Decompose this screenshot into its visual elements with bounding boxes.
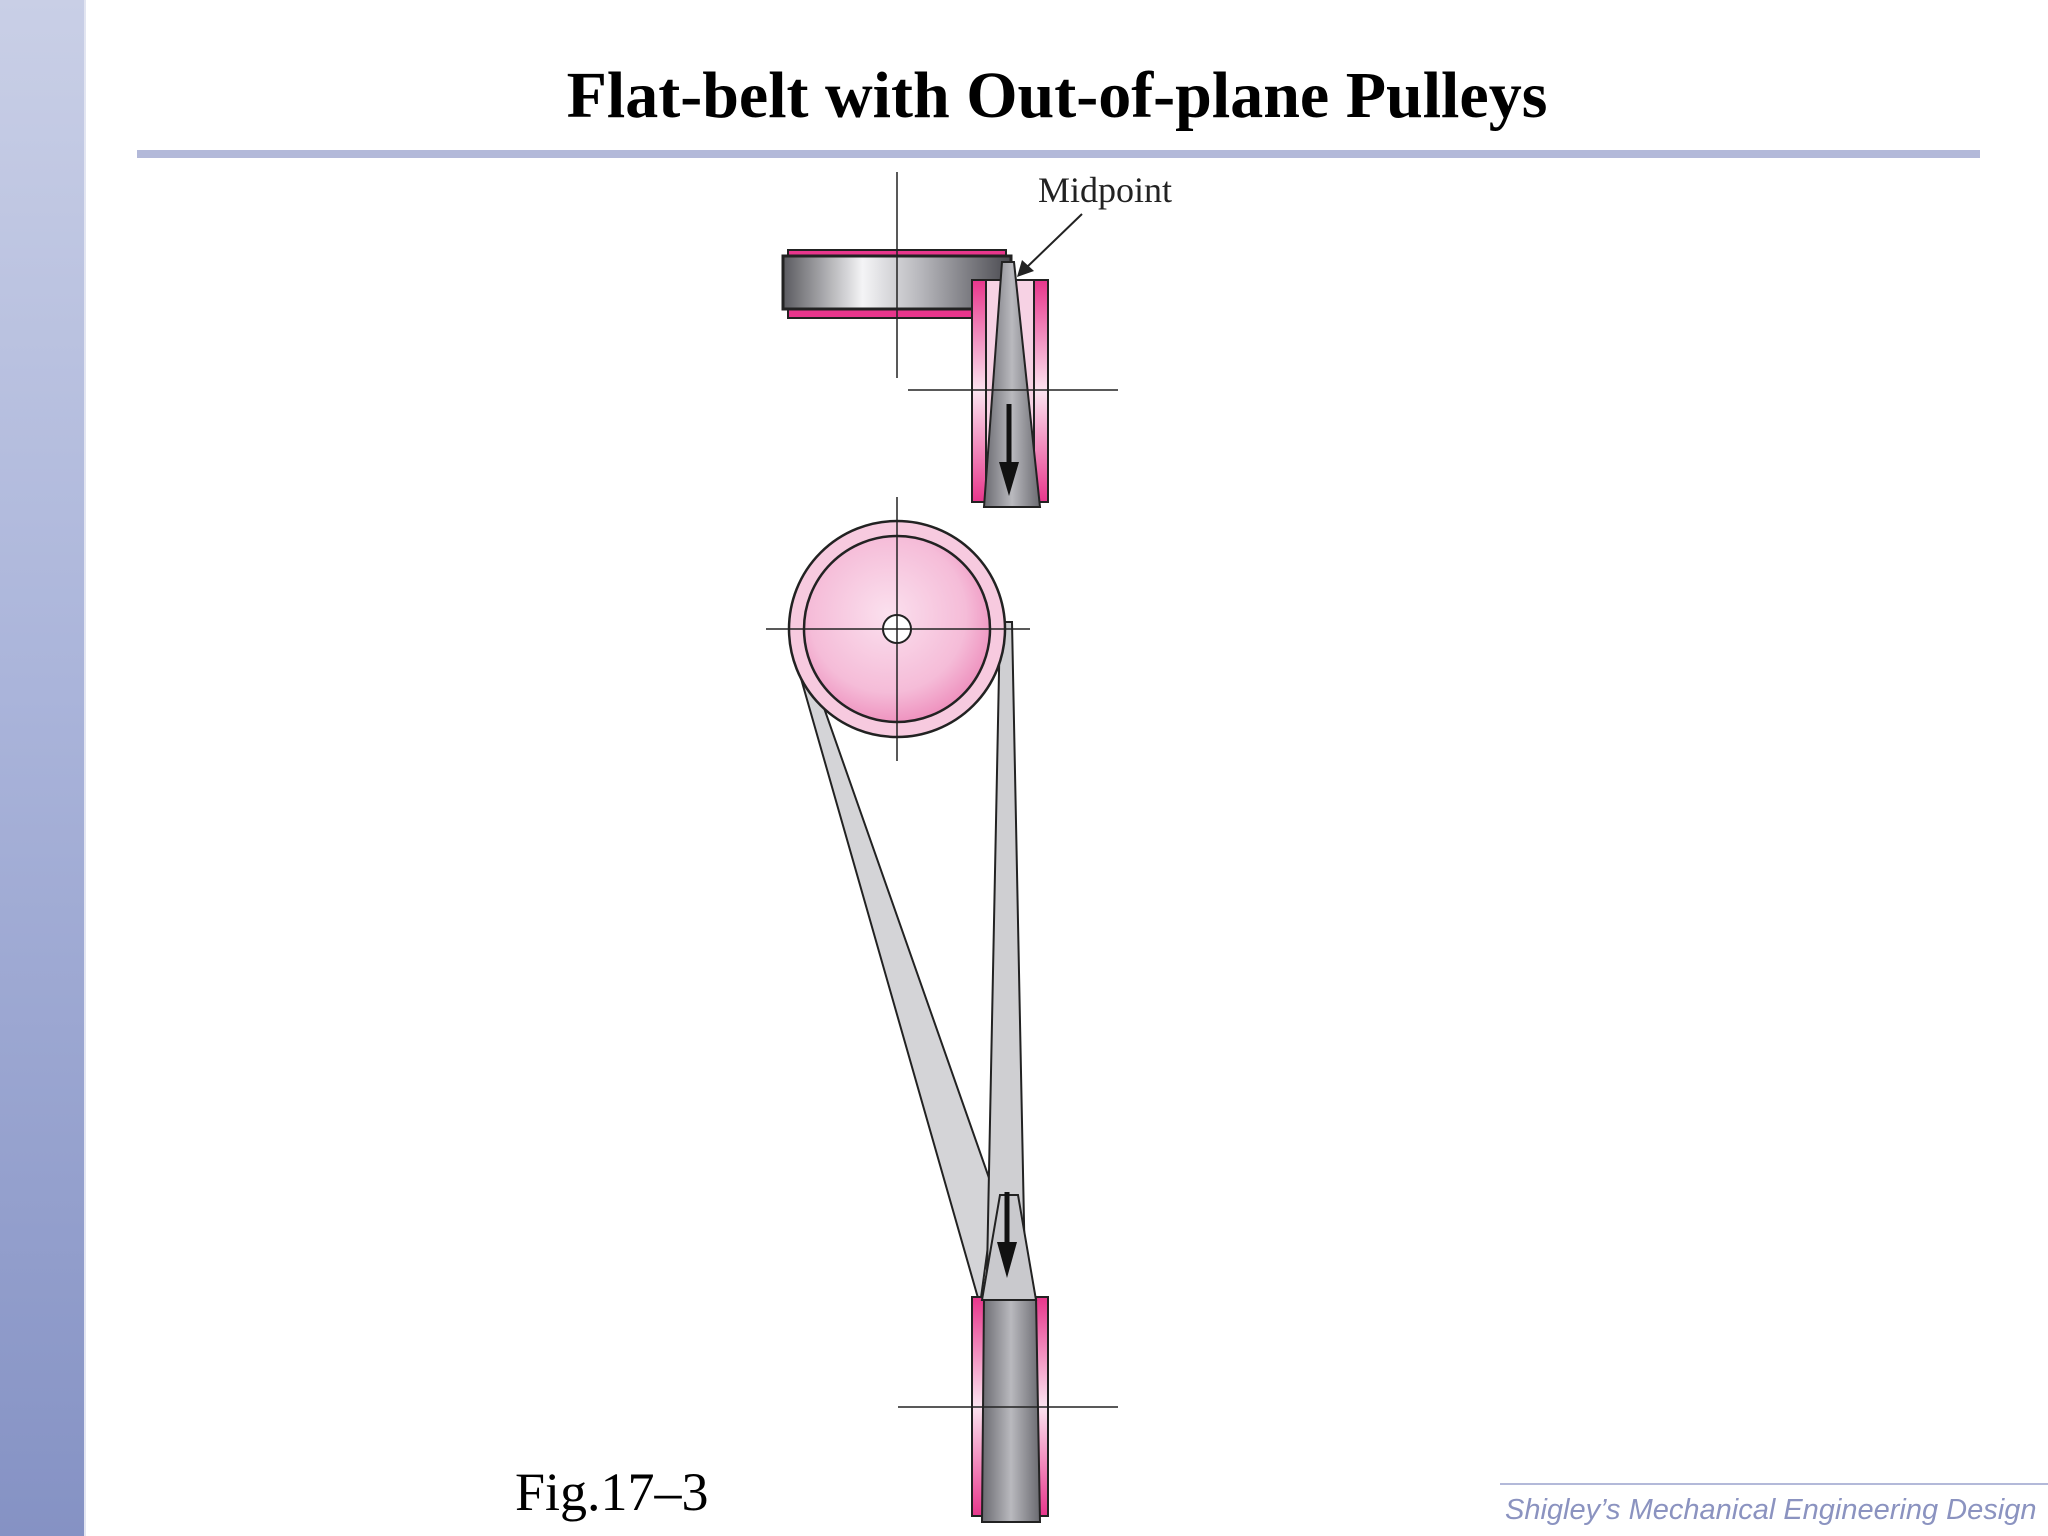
footer-source: Shigley’s Mechanical Engineering Design (1505, 1494, 2037, 1526)
left-belt-span (796, 667, 997, 1306)
upper-arrow-icon (999, 404, 1019, 496)
upper-belt-segment (982, 261, 1042, 508)
lower-arrow-icon (997, 1192, 1017, 1278)
midpoint-arrowhead (1017, 260, 1034, 277)
title-rule (137, 150, 1980, 158)
footer-rule (1500, 1483, 2048, 1485)
midpoint-callout: Midpoint (1017, 170, 1172, 277)
lower-vertical-pulley (898, 1192, 1118, 1523)
sidebar-edge (84, 0, 86, 1536)
upper-vertical-pulley (908, 261, 1118, 508)
upper-pulley-flange-left (971, 279, 987, 503)
slide-title: Flat-belt with Out-of-plane Pulleys (566, 59, 1548, 132)
lower-belt-wrap (980, 1296, 1042, 1523)
slide-sidebar (0, 0, 84, 1536)
midpoint-leader-line (1025, 213, 1083, 269)
figure-label: Fig.17–3 (515, 1462, 709, 1522)
midpoint-label: Midpoint (1038, 170, 1172, 210)
middle-pulley (766, 497, 1030, 761)
